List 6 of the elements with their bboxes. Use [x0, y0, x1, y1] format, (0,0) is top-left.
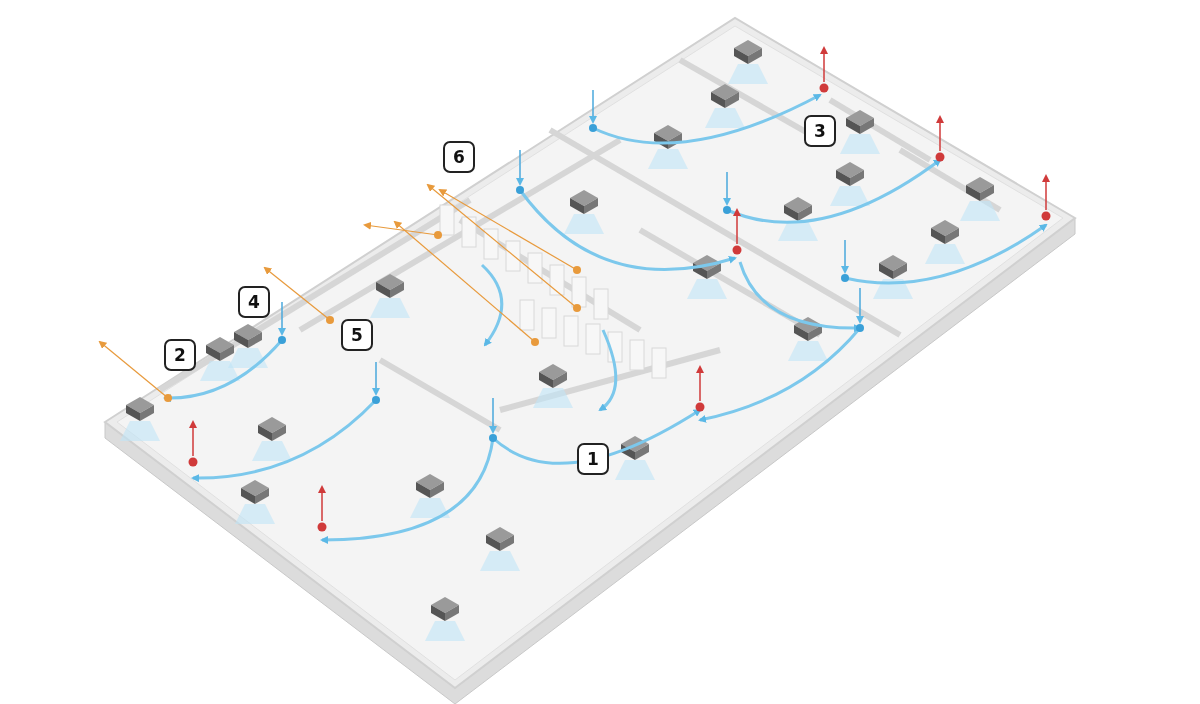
callout-number: 4	[238, 286, 270, 318]
callout-number: 3	[804, 115, 836, 147]
callout-number: 2	[164, 339, 196, 371]
callout-number: 6	[443, 141, 475, 173]
callout-number: 5	[341, 319, 373, 351]
callout-number: 1	[577, 443, 609, 475]
